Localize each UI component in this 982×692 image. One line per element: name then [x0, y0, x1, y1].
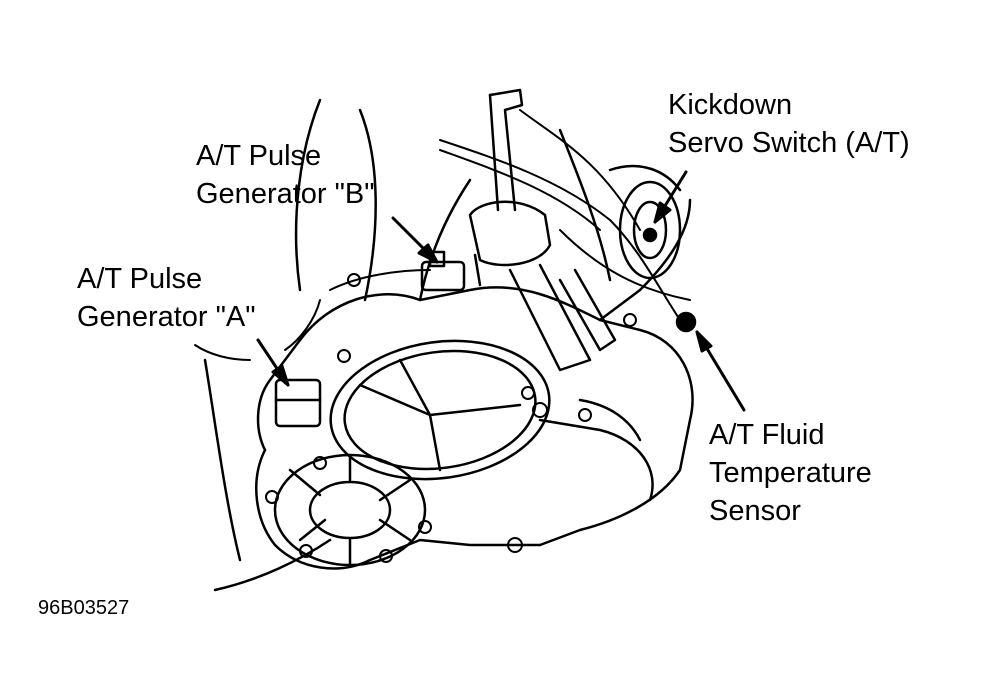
- leader-arrows: [256, 170, 746, 412]
- kickdown-servo-switch-label: Kickdown Servo Switch (A/T): [668, 86, 910, 162]
- label-line: Kickdown: [668, 89, 793, 121]
- pulse-generator-b-label: A/T Pulse Generator "B": [196, 137, 375, 213]
- kickdown-servo-switch-component: [618, 180, 682, 280]
- label-line: Temperature: [709, 457, 872, 489]
- label-line: Generator "B": [196, 178, 375, 210]
- fluid-temperature-sensor-label: A/T Fluid Temperature Sensor: [709, 416, 872, 530]
- round-cover: [329, 339, 551, 481]
- label-line: Sensor: [709, 495, 801, 527]
- transaxle-housing: [203, 98, 694, 592]
- shift-lever: [468, 88, 617, 372]
- label-line: A/T Fluid: [709, 419, 825, 451]
- label-line: A/T Pulse: [77, 263, 203, 295]
- wiring-harness: [194, 109, 691, 361]
- label-line: Generator "A": [77, 301, 256, 333]
- pulse-generator-a-component: [274, 378, 322, 428]
- fluid-temperature-sensor-component: [675, 311, 697, 333]
- label-line: A/T Pulse: [196, 140, 322, 172]
- figure-id: 96B03527: [38, 597, 130, 619]
- bolts: [265, 273, 692, 563]
- bell-housing-ribs: [273, 453, 427, 567]
- label-line: Servo Switch (A/T): [668, 127, 910, 159]
- pulse-generator-a-label: A/T Pulse Generator "A": [77, 260, 256, 336]
